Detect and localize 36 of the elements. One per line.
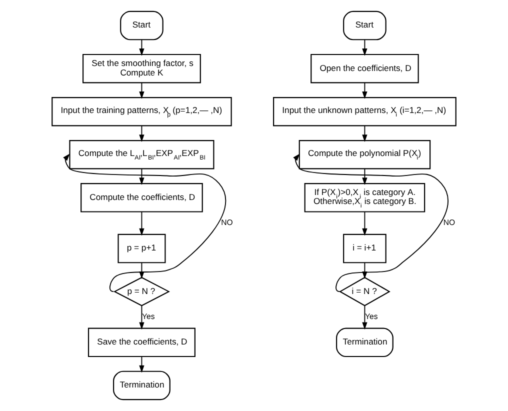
node-box: Input the unknown patterns, X$_{i}$ (i=1,2,— ,N) bbox=[273, 96, 456, 126]
arrow bbox=[362, 82, 368, 99]
edge-label: NO bbox=[443, 218, 456, 228]
arrow bbox=[139, 168, 144, 185]
node-box: Save the coefficients, D bbox=[88, 328, 196, 358]
node-box: Termination bbox=[336, 328, 394, 358]
edge-label: NO bbox=[221, 218, 233, 228]
arrow bbox=[293, 154, 448, 292]
node-box: Start bbox=[120, 10, 164, 40]
node-box: Compute the L$_{AI}$,L$_{BI}$,EXP$_{AI}$,EXP$_{BI}$ bbox=[69, 140, 214, 170]
arrow bbox=[362, 305, 368, 330]
node-box: If P(X$_{i}$)>0,X$_{i}$ is category A. Otherwise,X$_{i}$ is category B. bbox=[304, 183, 426, 212]
arrow bbox=[362, 211, 368, 236]
arrow bbox=[139, 356, 144, 373]
arrow bbox=[362, 39, 368, 56]
edge-label: Yes bbox=[364, 312, 378, 321]
node-diamond: i = N ? bbox=[339, 276, 390, 306]
node-box: Compute the polynomial P(X$_{i}$) bbox=[298, 140, 431, 170]
node-box: Set the smoothing factor, s Compute K bbox=[82, 54, 201, 84]
arrow bbox=[139, 305, 144, 330]
node-box: Termination bbox=[113, 370, 170, 400]
node-box: Input the training patterns, X$_{p}$ (p=1,2,— ,N) bbox=[52, 96, 232, 126]
arrow bbox=[139, 211, 144, 236]
node-box: Open the coefficients, D bbox=[310, 54, 419, 84]
arrow bbox=[139, 125, 144, 142]
node-box: i = i+1 bbox=[343, 234, 386, 264]
node-box: Start bbox=[343, 10, 386, 40]
arrow bbox=[63, 154, 226, 292]
arrow bbox=[362, 168, 368, 185]
node-box: Compute the coefficients, D bbox=[80, 183, 203, 212]
arrow bbox=[139, 39, 144, 56]
arrow bbox=[362, 125, 368, 142]
edge-label: Yes bbox=[142, 312, 155, 321]
node-box: p = p+1 bbox=[118, 234, 166, 264]
node-diamond: p = N ? bbox=[113, 276, 170, 306]
arrow bbox=[139, 82, 144, 99]
